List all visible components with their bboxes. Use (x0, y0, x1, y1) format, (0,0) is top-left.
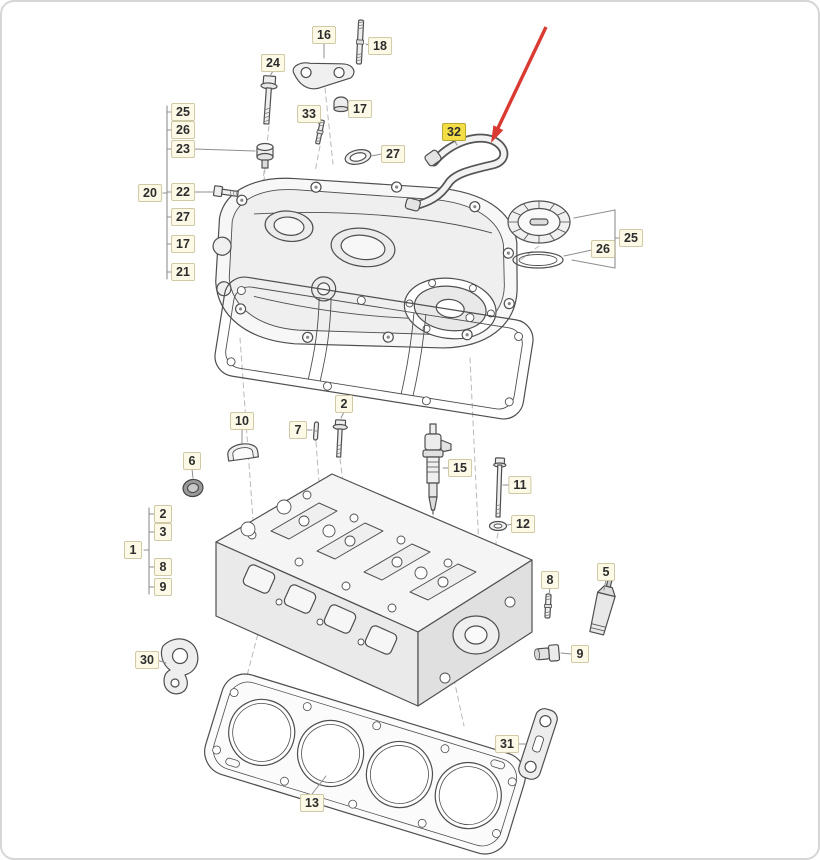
callout-23[interactable]: 23 (171, 140, 195, 158)
stud-18 (355, 19, 365, 65)
callout-25-right[interactable]: 25 (619, 229, 643, 247)
washer-12 (488, 520, 508, 532)
callout-2-top[interactable]: 2 (335, 395, 353, 413)
breather-hose-32 (404, 133, 509, 212)
callout-17-top[interactable]: 17 (348, 100, 372, 118)
bolt-22 (212, 185, 239, 198)
callout-7[interactable]: 7 (289, 421, 307, 439)
seal-ring-27 (344, 149, 372, 165)
red-arrow (491, 26, 548, 143)
callout-20[interactable]: 20 (138, 184, 162, 202)
oil-filler-cap (507, 200, 571, 244)
callout-31[interactable]: 31 (495, 735, 519, 753)
stud-8 (544, 593, 552, 619)
pin-7 (312, 421, 320, 441)
callout-12[interactable]: 12 (511, 515, 535, 533)
callout-15[interactable]: 15 (448, 459, 472, 477)
callout-32[interactable]: 32 (442, 123, 466, 141)
callout-1[interactable]: 1 (124, 541, 142, 559)
valve-23 (256, 142, 274, 169)
sealant-tube-5 (589, 577, 616, 636)
callout-6[interactable]: 6 (183, 452, 201, 470)
callout-9-left[interactable]: 9 (154, 578, 172, 596)
cam-end-cap-10 (227, 443, 260, 462)
sealing-plug-6 (182, 478, 204, 498)
callout-2-left[interactable]: 2 (154, 505, 172, 523)
callout-33[interactable]: 33 (297, 105, 321, 123)
callout-21[interactable]: 21 (171, 263, 195, 281)
callout-24[interactable]: 24 (261, 54, 285, 72)
callout-8-left[interactable]: 8 (154, 558, 172, 576)
bolt-24 (260, 75, 278, 125)
stud-33 (315, 119, 325, 145)
callout-17-left[interactable]: 17 (171, 235, 195, 253)
bolt-2 (332, 419, 348, 458)
valve-cover-gasket-part (214, 276, 534, 420)
bolt-11 (493, 457, 507, 518)
callout-10[interactable]: 10 (230, 412, 254, 430)
rocker-bracket-16 (292, 62, 355, 90)
callout-27-top[interactable]: 27 (381, 145, 405, 163)
plug-bolt-9 (534, 644, 561, 662)
callout-26-right[interactable]: 26 (591, 240, 615, 258)
callout-26-left[interactable]: 26 (171, 121, 195, 139)
cylinder-head-part (215, 473, 533, 707)
cap-nut-17 (333, 96, 349, 113)
callout-8-right[interactable]: 8 (541, 571, 559, 589)
callout-22[interactable]: 22 (171, 183, 195, 201)
callout-9-right[interactable]: 9 (571, 645, 589, 663)
callout-18[interactable]: 18 (368, 37, 392, 55)
callout-5[interactable]: 5 (597, 563, 615, 581)
callout-13[interactable]: 13 (300, 794, 324, 812)
group-brackets (143, 105, 621, 595)
callout-16[interactable]: 16 (312, 26, 336, 44)
callout-11[interactable]: 11 (508, 476, 532, 494)
lifting-eye-30 (160, 638, 199, 695)
injector-15 (422, 423, 452, 515)
callout-27-left[interactable]: 27 (171, 208, 195, 226)
head-gasket-part (204, 673, 526, 855)
cap-seal-ring (512, 251, 564, 269)
callout-25-left[interactable]: 25 (171, 103, 195, 121)
valve-cover-part (212, 177, 518, 349)
callout-30[interactable]: 30 (135, 651, 159, 669)
callout-3[interactable]: 3 (154, 523, 172, 541)
bracket-31 (518, 708, 558, 780)
